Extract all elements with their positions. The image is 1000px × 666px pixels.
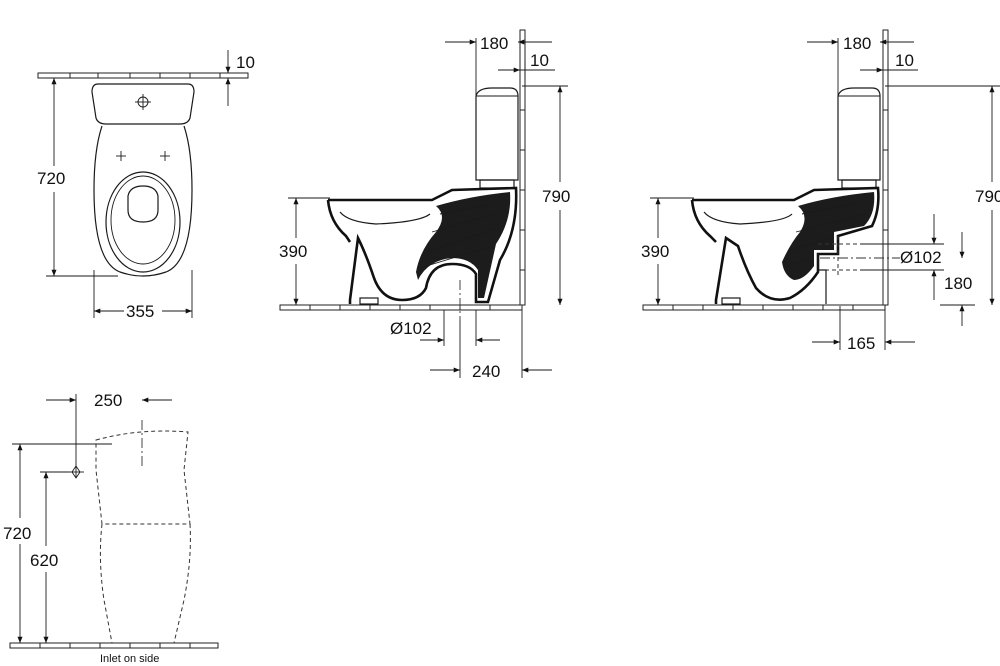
wall-strip	[882, 29, 889, 306]
dim-gap: 10	[236, 53, 255, 72]
dim-width: 355	[126, 302, 154, 321]
bowl-outline	[328, 186, 518, 304]
trap-section	[416, 192, 511, 298]
cistern-outline	[837, 87, 881, 181]
top-view: 10 720 355	[37, 50, 255, 321]
seat-ring	[105, 171, 181, 273]
front-inlet-view: 250 720 620 Inlet on side	[3, 391, 219, 665]
dim-tank-depth: 180	[843, 34, 871, 53]
floor-strip	[9, 642, 219, 649]
dim-total-height: 720	[3, 524, 31, 543]
dim-outlet-diameter: Ø102	[390, 319, 432, 338]
dim-inlet-height: 620	[30, 551, 58, 570]
view-caption: Inlet on side	[100, 653, 159, 665]
dim-inlet-offset: 250	[94, 391, 122, 410]
wall-strip	[37, 72, 249, 79]
flush-button-icon	[135, 94, 151, 110]
dim-seat-height: 390	[279, 242, 307, 261]
dim-total-height: 790	[975, 187, 1000, 206]
cistern-outline-dashed	[95, 430, 191, 525]
hinge-mark-right-icon	[160, 151, 170, 161]
pan-outline-dashed	[99, 523, 191, 644]
bowl-outline	[93, 125, 193, 277]
dim-total-height: 790	[542, 187, 570, 206]
side-view-wall-outlet: 180 10 790 390 Ø102 180 165	[641, 29, 1000, 353]
dim-tank-depth: 180	[480, 34, 508, 53]
wall-strip	[519, 29, 526, 306]
floor-strip	[279, 304, 523, 311]
bowl-opening	[127, 185, 159, 223]
dim-gap: 10	[895, 51, 914, 70]
dim-outlet-height: 180	[944, 274, 972, 293]
dim-gap: 10	[530, 51, 549, 70]
dim-height: 720	[37, 169, 65, 188]
dim-seat-height: 390	[641, 242, 669, 261]
dim-outlet-offset: 165	[847, 334, 875, 353]
trap-section	[782, 192, 875, 280]
floor-strip	[642, 304, 886, 311]
cistern-outline	[475, 87, 519, 181]
dim-outlet-diameter: Ø102	[900, 248, 942, 267]
bowl-outline	[692, 186, 880, 304]
dim-outlet-distance: 240	[472, 362, 500, 381]
side-view-floor-outlet: 180 10 790 390 Ø102 240	[279, 29, 570, 381]
tank-outline	[91, 83, 195, 125]
hinge-mark-left-icon	[116, 151, 126, 161]
